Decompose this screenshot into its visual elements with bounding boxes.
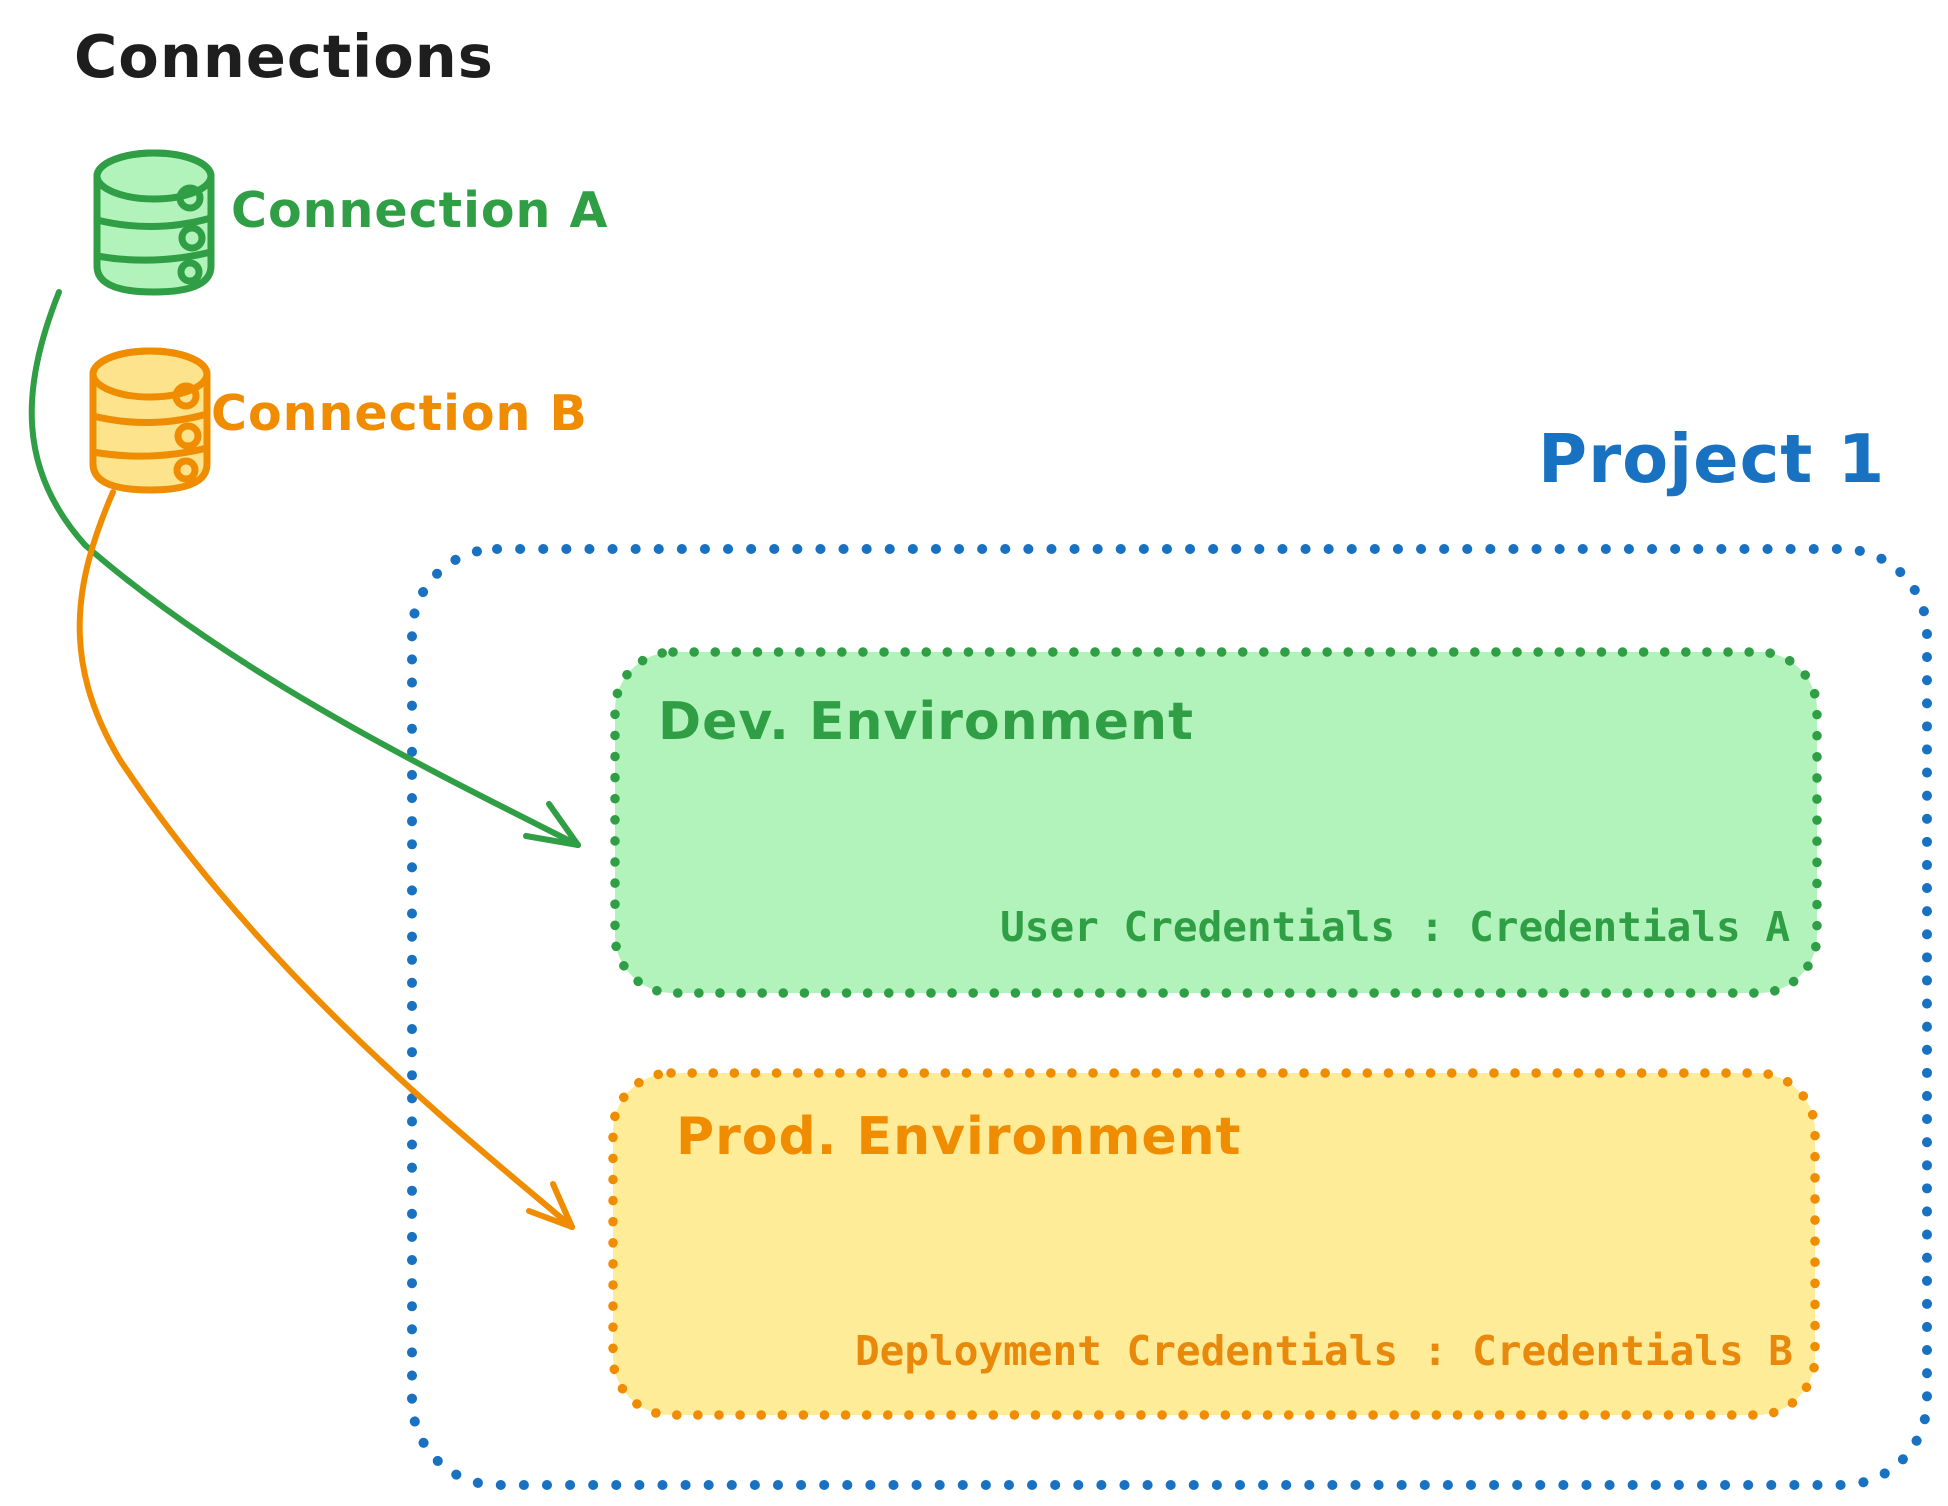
connection-b-label: Connection B [211,385,588,442]
connection-a-label: Connection A [231,182,609,239]
prod-environment-credentials: Deployment Credentials : Credentials B [855,1327,1793,1375]
database-icon [89,347,211,494]
connections-title: Connections [74,22,494,91]
project-1-box [407,544,1932,1490]
arrow-connection-a-to-dev [28,289,581,848]
arrow-connection-b-to-prod [76,489,575,1230]
dev-environment-box [610,647,1822,998]
prod-environment-title: Prod. Environment [676,1107,1242,1167]
database-icon [93,149,215,296]
project-1-label: Project 1 [1538,420,1886,498]
prod-environment-box [608,1068,1820,1420]
dev-environment-title: Dev. Environment [658,692,1194,752]
dev-environment-credentials: User Credentials : Credentials A [1000,903,1790,951]
